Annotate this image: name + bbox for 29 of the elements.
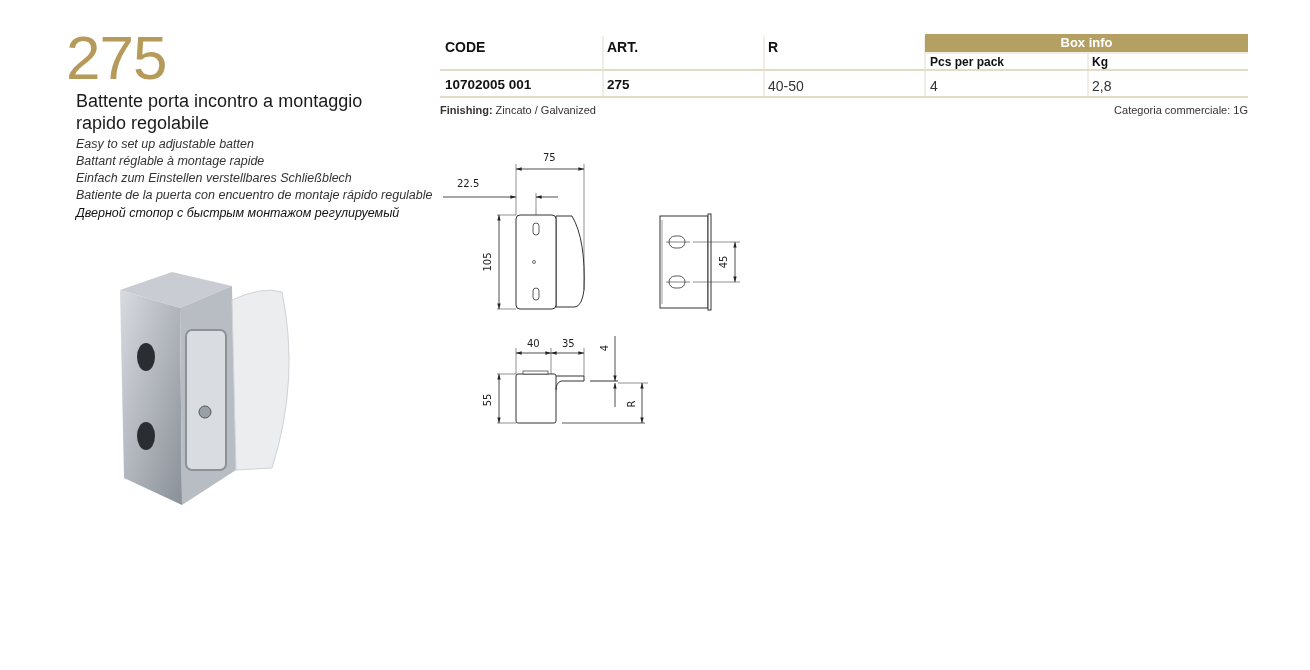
table-cell: 4: [930, 78, 938, 94]
dimension-label: 40: [527, 338, 540, 349]
translation-text: Batiente de la puerta con encuentro de montaje rápido regulable: [76, 188, 433, 202]
group-header: Box info: [925, 34, 1248, 52]
translation-text: Einfach zum Einstellen verstellbares Schließblech: [76, 171, 352, 185]
product-name: Battente porta incontro a montaggio rapido regolabile: [76, 90, 364, 134]
column-header: Kg: [1092, 55, 1108, 69]
dimension-label: 22.5: [457, 178, 480, 189]
column-header: R: [768, 39, 779, 55]
category-note: Categoria commerciale: 1G: [1114, 104, 1248, 116]
dimension-label: 75: [543, 152, 556, 163]
column-header: CODE: [445, 39, 486, 55]
dimension-label: 4: [598, 344, 610, 352]
dimension-label: R: [625, 400, 637, 408]
finishing-note: Finishing: Zincato / Galvanized: [440, 104, 596, 116]
dimension-label: 45: [717, 255, 729, 269]
translation-text: Battant réglable à montage rapide: [76, 154, 265, 168]
column-header: Pcs per pack: [930, 55, 1005, 69]
translation-text: Easy to set up adjustable batten: [76, 137, 254, 151]
table-cell: 40-50: [768, 78, 804, 94]
table-cell: 10702005 001: [445, 77, 532, 92]
table-cell: 2,8: [1092, 78, 1112, 94]
translation-text: Дверной стопор с быстрым монтажом регулируемый: [76, 206, 400, 220]
product-number: 275: [66, 22, 167, 93]
dimension-label: 35: [562, 338, 575, 349]
column-header: ART.: [607, 39, 639, 55]
dimension-label: 105: [481, 252, 493, 272]
table-cell: 275: [607, 77, 630, 92]
dimension-label: 55: [481, 393, 493, 407]
